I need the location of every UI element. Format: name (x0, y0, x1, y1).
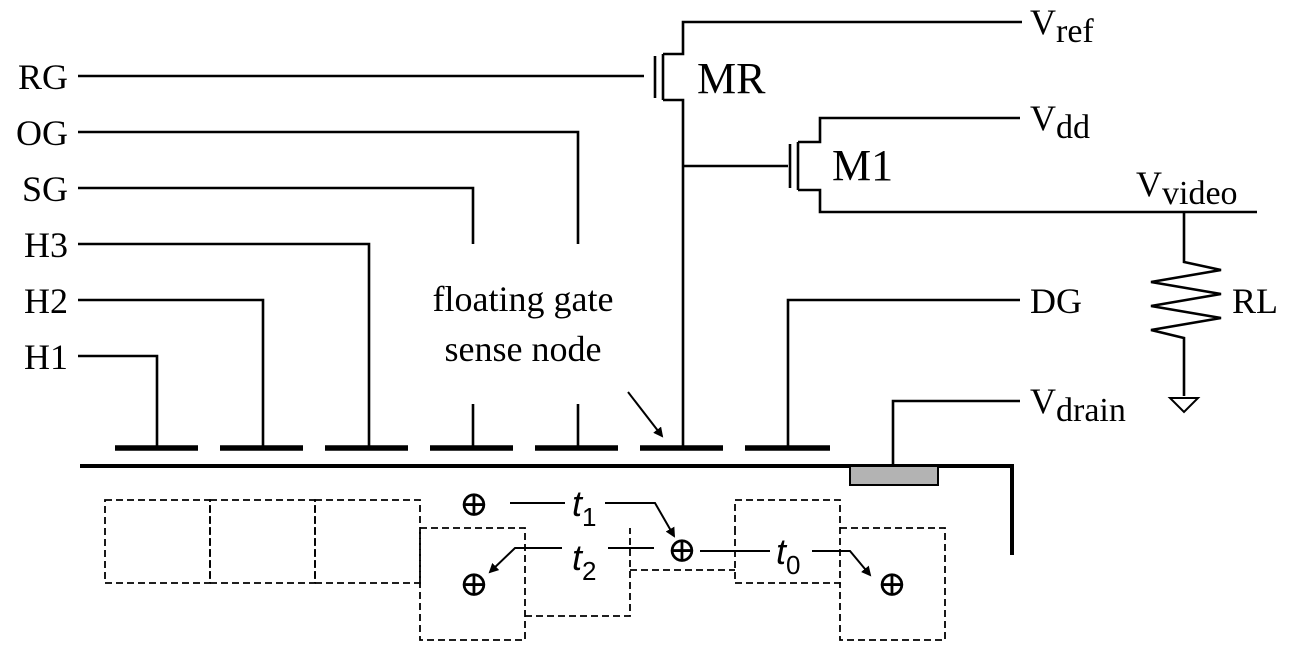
amplifier-transistor (683, 116, 1257, 214)
gate-label-h1: H1 (24, 337, 68, 377)
load-resistor (1150, 212, 1222, 396)
sense-node-arrow (627, 391, 664, 438)
gate-wires (78, 74, 1020, 448)
ground-icon (1167, 397, 1201, 414)
potential-wells (104, 499, 946, 641)
drain-wire (891, 399, 1020, 466)
voltage-label-vdd: Vdd (1030, 98, 1090, 146)
charge-symbol-2: ⊕ (459, 564, 489, 604)
voltage-label-vref: Vref (1030, 2, 1094, 50)
transistor-label-m1: M1 (832, 141, 893, 190)
gate-label-h3: H3 (24, 225, 68, 265)
resistor-label-rl: RL (1232, 281, 1278, 321)
annotation-line-1: floating gate (433, 279, 614, 319)
timing-label-t0: t0 (776, 531, 800, 580)
gate-label-dg: DG (1030, 281, 1082, 321)
annotation-line-2: sense node (445, 329, 602, 369)
gate-label-rg: RG (18, 57, 68, 97)
substrate (80, 464, 1014, 555)
transistor-label-mr: MR (697, 54, 766, 103)
charge-symbol-1: ⊕ (459, 484, 489, 524)
timing-label-t2: t2 (572, 537, 596, 586)
timing-label-t1: t1 (572, 483, 596, 532)
transfer-arrows (488, 502, 872, 577)
gate-label-og: OG (16, 113, 68, 153)
drain-diffusion (849, 465, 939, 486)
charge-symbol-4: ⊕ (877, 564, 907, 604)
reset-transistor (653, 20, 1022, 448)
charge-symbol-3: ⊕ (667, 530, 697, 570)
gate-label-h2: H2 (24, 281, 68, 321)
gate-label-sg: SG (22, 169, 68, 209)
voltage-label-vdrain: Vdrain (1030, 381, 1126, 429)
voltage-label-vvideo: Vvideo (1136, 164, 1238, 212)
